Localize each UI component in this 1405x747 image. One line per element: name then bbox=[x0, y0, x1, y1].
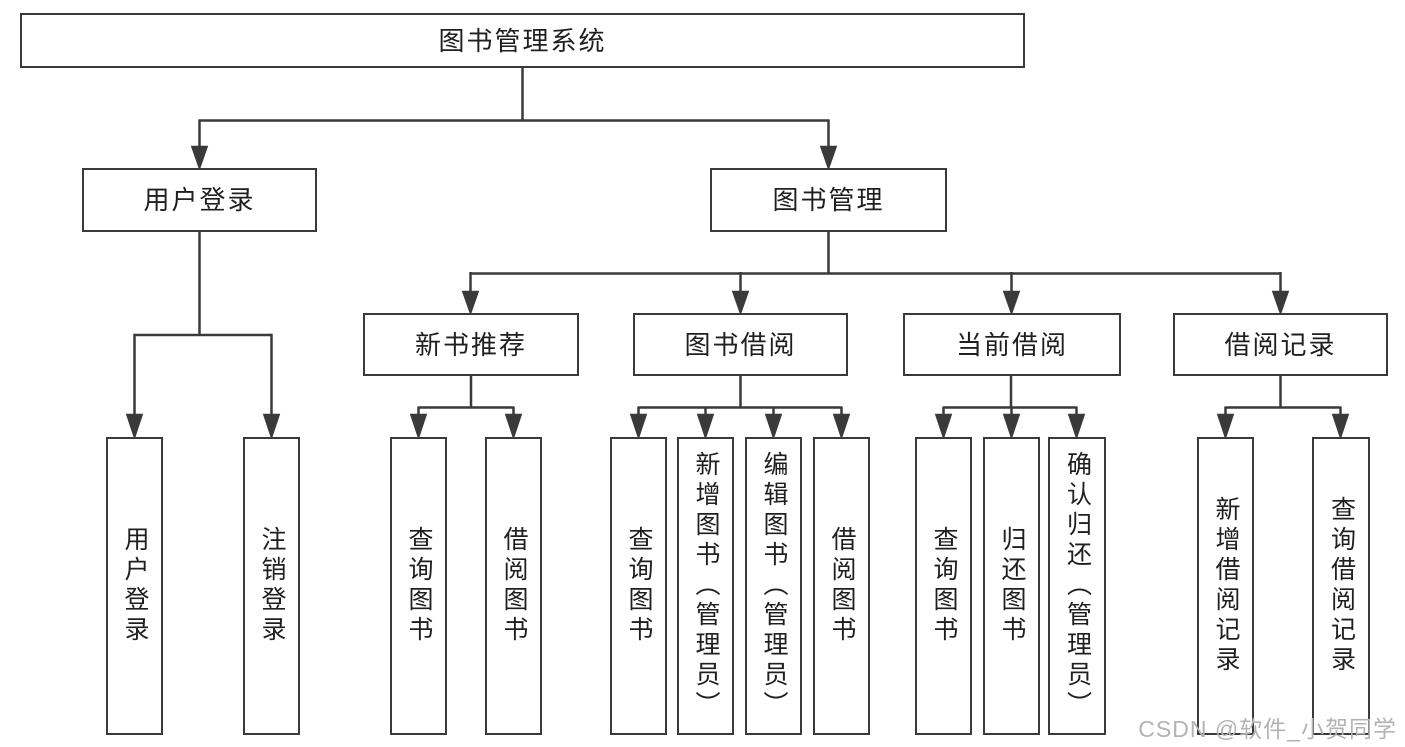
node-label: 图书管理 bbox=[772, 185, 885, 215]
leaf-add-books-admin: 新增图书（管理员） bbox=[677, 437, 734, 735]
leaf-query-books-borrowing: 查询图书 bbox=[610, 437, 667, 735]
leaf-borrow-books-borrowing: 借阅图书 bbox=[813, 437, 870, 735]
node-label: 图书借阅 bbox=[684, 329, 797, 360]
node-label: 借阅图书 bbox=[500, 526, 528, 646]
node-label: 新书推荐 bbox=[414, 329, 527, 360]
node-label: 编辑图书（管理员） bbox=[760, 451, 788, 721]
leaf-logout: 注销登录 bbox=[243, 437, 300, 735]
node-label: 当前借阅 bbox=[955, 329, 1068, 360]
node-user-login: 用户登录 bbox=[82, 168, 317, 232]
node-borrowing-records: 借阅记录 bbox=[1173, 313, 1388, 376]
leaf-query-books-current: 查询图书 bbox=[915, 437, 972, 735]
node-label: 注销登录 bbox=[258, 526, 286, 646]
node-label: 查询图书 bbox=[625, 526, 653, 646]
node-book-management: 图书管理 bbox=[710, 168, 947, 232]
node-label: 查询借阅记录 bbox=[1327, 496, 1356, 676]
node-current-borrowing: 当前借阅 bbox=[903, 313, 1121, 376]
leaf-user-login: 用户登录 bbox=[106, 437, 163, 735]
node-label: 图书管理系统 bbox=[438, 25, 607, 56]
connector-group bbox=[125, 66, 1350, 440]
node-book-borrowing: 图书借阅 bbox=[633, 313, 848, 376]
leaf-query-borrowing-record: 查询借阅记录 bbox=[1312, 437, 1370, 735]
node-label: 确认归还（管理员） bbox=[1063, 451, 1092, 721]
node-label: 查询图书 bbox=[405, 526, 433, 646]
node-label: 查询图书 bbox=[930, 526, 958, 646]
node-label: 借阅记录 bbox=[1224, 329, 1337, 360]
node-label: 新增借阅记录 bbox=[1212, 496, 1240, 676]
node-label: 新增图书（管理员） bbox=[692, 451, 720, 721]
leaf-confirm-return-admin: 确认归还（管理员） bbox=[1048, 437, 1106, 735]
leaf-add-borrowing-record: 新增借阅记录 bbox=[1197, 437, 1254, 735]
node-label: 用户登录 bbox=[143, 185, 256, 215]
node-label: 用户登录 bbox=[121, 526, 149, 646]
leaf-edit-books-admin: 编辑图书（管理员） bbox=[745, 437, 802, 735]
csdn-watermark: CSDN @软件_小贺同学 bbox=[1138, 716, 1397, 742]
node-new-book-recommendation: 新书推荐 bbox=[363, 313, 579, 376]
node-label: 归还图书 bbox=[998, 526, 1026, 646]
node-label: 借阅图书 bbox=[828, 526, 856, 646]
leaf-query-books-recommend: 查询图书 bbox=[390, 437, 447, 735]
leaf-borrow-books-recommend: 借阅图书 bbox=[485, 437, 542, 735]
node-library-management-system: 图书管理系统 bbox=[20, 13, 1025, 68]
leaf-return-books: 归还图书 bbox=[983, 437, 1040, 735]
